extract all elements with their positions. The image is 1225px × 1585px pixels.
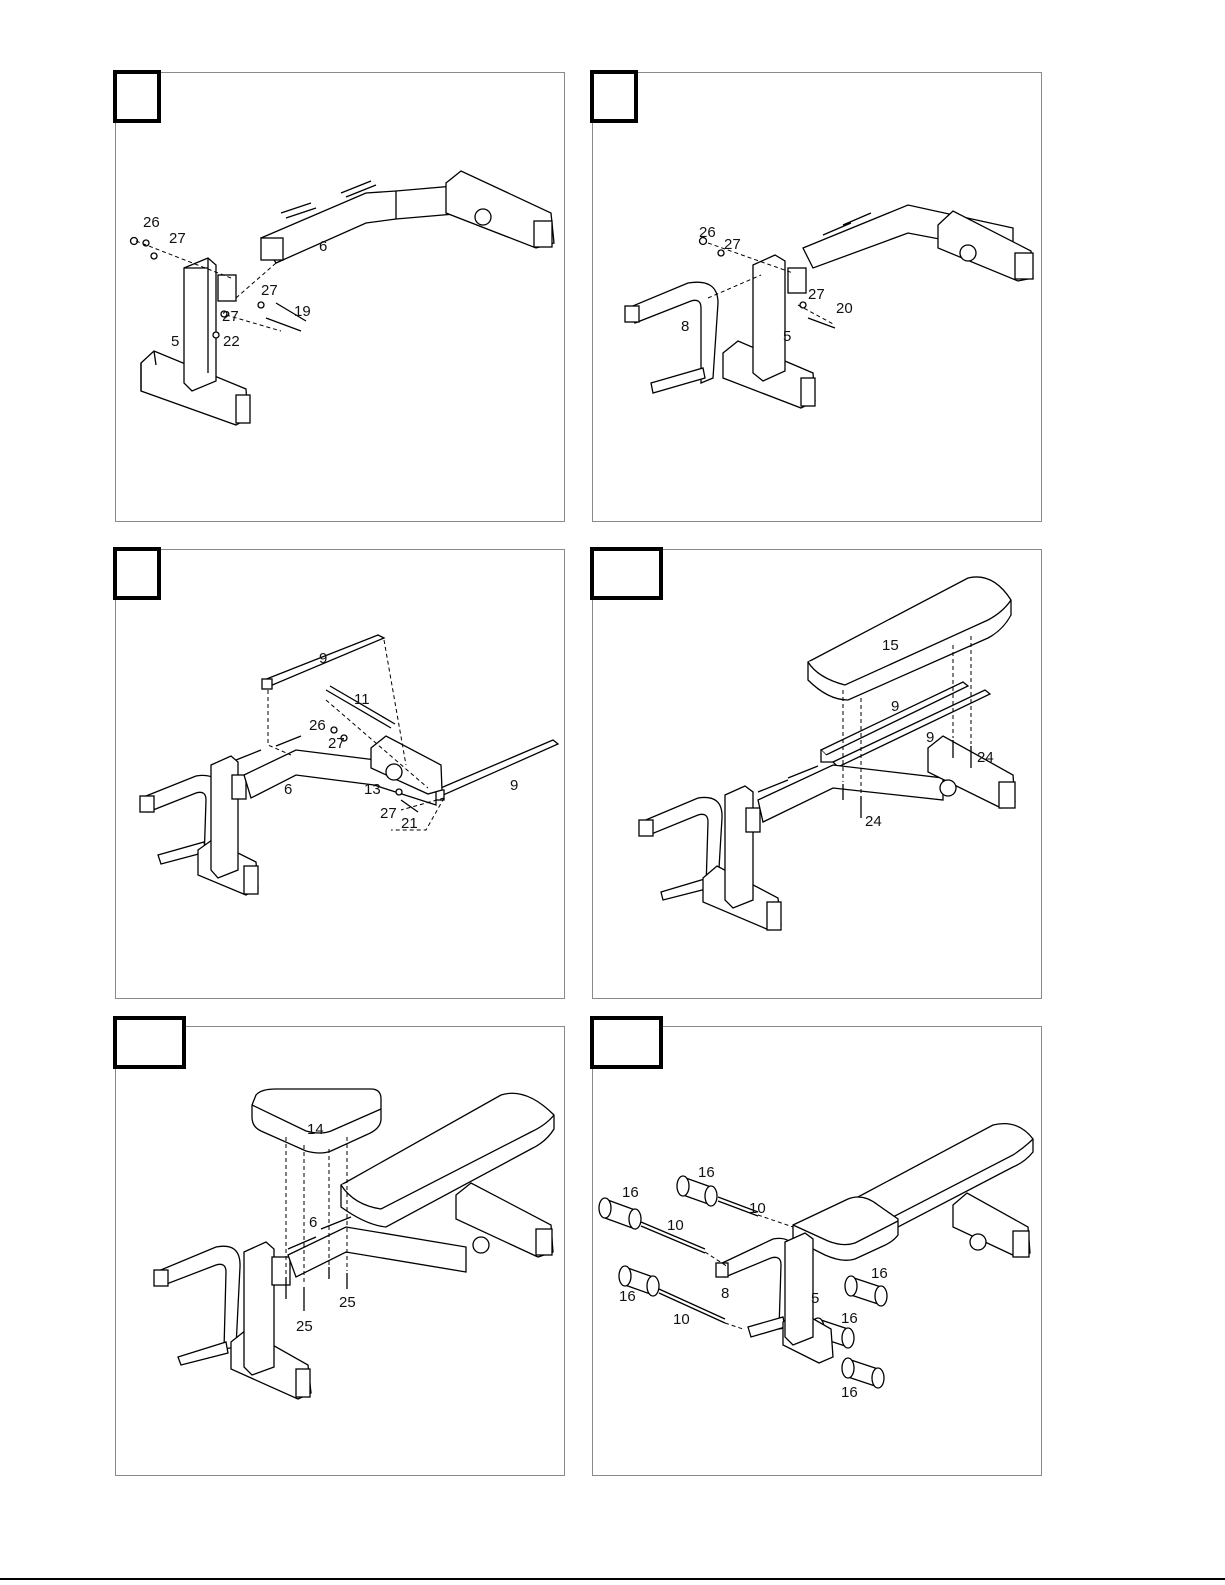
step-3-drawing: 9 11 26 27 6 13 27 21 9 [116, 550, 566, 1000]
callout-13: 13 [364, 781, 381, 798]
callout-27: 27 [261, 282, 278, 299]
callout-21: 21 [401, 815, 418, 832]
callout-26: 26 [309, 717, 326, 734]
callout-24: 24 [865, 813, 882, 830]
callout-9: 9 [510, 777, 518, 794]
callout-5: 5 [783, 328, 791, 345]
callout-22: 22 [223, 333, 240, 350]
callout-24: 24 [977, 749, 994, 766]
assembly-step-panel-5: 14 6 25 25 [115, 1026, 565, 1476]
assembly-step-panel-3: 9 11 26 27 6 13 27 21 9 [115, 549, 565, 999]
callout-27: 27 [222, 308, 239, 325]
callout-27: 27 [808, 286, 825, 303]
callout-25: 25 [296, 1318, 313, 1335]
assembly-step-panel-6: 16 16 10 10 16 10 8 5 16 16 16 [592, 1026, 1042, 1476]
step-number-box [590, 547, 663, 600]
callout-16: 16 [698, 1164, 715, 1181]
callout-6: 6 [309, 1214, 317, 1231]
callout-16: 16 [841, 1384, 858, 1401]
step-number-box [113, 1016, 186, 1069]
step-4-drawing: 15 9 9 24 24 [593, 550, 1043, 1000]
callout-25: 25 [339, 1294, 356, 1311]
callout-6: 6 [284, 781, 292, 798]
step-2-drawing: 26 27 27 20 8 5 [593, 73, 1043, 523]
callout-14: 14 [307, 1121, 324, 1138]
callout-27: 27 [328, 735, 345, 752]
step-number-box [113, 547, 161, 600]
callout-26: 26 [699, 224, 716, 241]
callout-19: 19 [294, 303, 311, 320]
assembly-step-panel-1: 26 27 6 27 19 27 22 5 [115, 72, 565, 522]
step-5-drawing: 14 6 25 25 [116, 1027, 566, 1477]
callout-16: 16 [871, 1265, 888, 1282]
callout-6: 6 [319, 238, 327, 255]
callout-5: 5 [171, 333, 179, 350]
callout-8: 8 [721, 1285, 729, 1302]
callout-10: 10 [749, 1200, 766, 1217]
callout-26: 26 [143, 214, 160, 231]
step-number-box [590, 1016, 663, 1069]
step-number-box [590, 70, 638, 123]
callout-15: 15 [882, 637, 899, 654]
callout-20: 20 [836, 300, 853, 317]
callout-27: 27 [380, 805, 397, 822]
callout-16: 16 [622, 1184, 639, 1201]
assembly-step-panel-2: 26 27 27 20 8 5 [592, 72, 1042, 522]
callout-10: 10 [673, 1311, 690, 1328]
step-number-box [113, 70, 161, 123]
callout-10: 10 [667, 1217, 684, 1234]
step-1-drawing: 26 27 6 27 19 27 22 5 [116, 73, 566, 523]
assembly-step-panel-4: 15 9 9 24 24 [592, 549, 1042, 999]
callout-9: 9 [319, 650, 327, 667]
callout-8: 8 [681, 318, 689, 335]
callout-9: 9 [926, 729, 934, 746]
callout-16: 16 [841, 1310, 858, 1327]
callout-5: 5 [811, 1290, 819, 1307]
callout-27: 27 [724, 236, 741, 253]
callout-16: 16 [619, 1288, 636, 1305]
page-bottom-rule [0, 1578, 1225, 1580]
callout-11: 11 [354, 691, 370, 708]
callout-9: 9 [891, 698, 899, 715]
callout-27: 27 [169, 230, 186, 247]
step-6-drawing: 16 16 10 10 16 10 8 5 16 16 16 [593, 1027, 1043, 1477]
